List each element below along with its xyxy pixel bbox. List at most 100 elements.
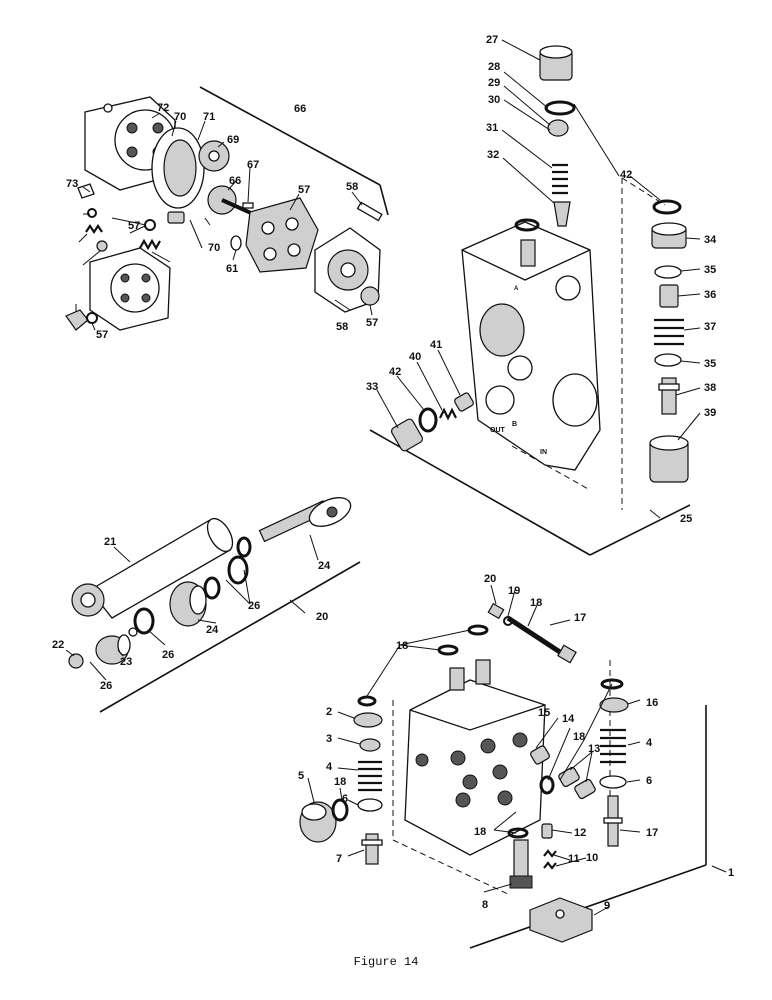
callout-16: 16: [646, 697, 658, 709]
callout-10: 10: [586, 852, 598, 864]
callout-18-lower: 18: [474, 826, 486, 838]
callout-22: 20: [484, 573, 496, 585]
leader-lines: [65, 39, 727, 916]
callout-23: 20: [316, 611, 328, 623]
plug-15: [530, 745, 550, 765]
pump-assembly-group: [65, 86, 389, 331]
callout-57-pumpleft: 57: [96, 329, 108, 341]
valve-body-30: OUT B IN A: [461, 221, 601, 471]
callout-25: 22: [52, 639, 64, 651]
callout-5: 5: [298, 770, 304, 782]
plug-13-b: [574, 778, 596, 800]
callout-36: 32: [487, 149, 499, 161]
o-ring-46-right: [652, 199, 682, 215]
o-ring-18-a: [467, 624, 489, 636]
callout-61: 67: [247, 159, 259, 171]
pump-gear-63: [198, 140, 230, 172]
snap-ring-upper: [227, 555, 249, 585]
control-valve-group: OUT B IN A: [369, 45, 691, 556]
check-poppet-45: [454, 392, 474, 412]
spring-35: [552, 163, 568, 195]
seat-6-left: [357, 798, 383, 812]
callout-18-top: 18: [396, 640, 408, 652]
o-ring-18-b: [437, 644, 459, 656]
callout-19: 17: [574, 612, 586, 624]
callout-64-bottom: 70: [208, 242, 220, 254]
spring-10: [543, 861, 557, 870]
callout-27: 24: [206, 624, 219, 636]
plug-13-a: [558, 766, 580, 788]
pump-housing-lower: [89, 247, 171, 331]
nut-25: [68, 653, 84, 669]
block-9: [529, 897, 593, 943]
callout-39-lower: 35: [704, 358, 716, 370]
plug-70: [96, 240, 108, 252]
callout-3: 3: [326, 733, 332, 745]
cap-71: [65, 309, 89, 331]
callout-57-pumpright: 57: [366, 317, 378, 329]
pump-gasket-64: [151, 127, 205, 209]
callout-4-left: 4: [326, 761, 333, 773]
o-ring-68: [87, 208, 97, 218]
ring-small: [128, 627, 138, 637]
callout-29-mid: 26: [162, 649, 174, 661]
callout-12: 12: [574, 827, 586, 839]
gland-27: [169, 581, 207, 627]
relief-cap-31: [539, 45, 573, 81]
o-ring-32: [544, 100, 576, 116]
callout-46-side: 42: [389, 366, 401, 378]
sleeve-38: [651, 222, 687, 249]
o-ring-18-e: [600, 678, 624, 690]
callout-45: 41: [430, 339, 442, 351]
shaft-seal-57: [360, 286, 380, 306]
callout-7: 7: [336, 853, 342, 865]
callout-6-left: 6: [342, 793, 348, 805]
figure-caption: Figure 14: [353, 955, 419, 969]
o-ring-18-f: [507, 827, 529, 839]
callout-29-lower: 26: [100, 680, 112, 692]
plug-37: [390, 418, 424, 452]
callout-60: 66: [229, 175, 241, 187]
callout-14: 14: [562, 713, 575, 725]
callout-labels: 66 72 70 71 69 66 67 57 58 61 70 57 73 5…: [52, 34, 734, 912]
poppet-12: [541, 823, 553, 839]
callout-21: 19: [508, 585, 520, 597]
callout-63: 69: [227, 134, 239, 146]
fitting-67: [77, 183, 95, 199]
plug-5: [299, 801, 337, 843]
callout-1: 1: [728, 867, 734, 879]
cylinder-group: [68, 497, 361, 713]
callout-38: 34: [704, 234, 717, 246]
spool-8: [509, 839, 533, 889]
dowel-pin-59: [356, 201, 383, 222]
callout-33: 29: [488, 77, 500, 89]
callout-41: 37: [704, 321, 716, 333]
valve-72: [167, 211, 185, 224]
cylinder-barrel-24: [71, 517, 234, 619]
callout-40: 36: [704, 289, 716, 301]
callout-39-upper: 35: [704, 264, 716, 276]
callout-18-left: 18: [334, 776, 346, 788]
callout-44: 40: [409, 351, 421, 363]
callout-13: 13: [588, 743, 600, 755]
cap-16: [599, 697, 629, 713]
spacer-40: [659, 284, 679, 308]
callout-34: 30: [488, 94, 500, 106]
callout-29-upper: 26: [248, 600, 260, 612]
callout-20: 18: [530, 597, 542, 609]
o-ring-57-lower: [86, 312, 98, 324]
callout-8: 8: [482, 899, 488, 911]
washer-39-lower: [654, 353, 682, 367]
key-62: [230, 235, 242, 251]
spring-69: [85, 224, 103, 234]
callout-66: 72: [157, 102, 169, 114]
callout-57-pumpmid: 57: [128, 220, 140, 232]
spring-4-right: [600, 728, 626, 764]
callout-64-top: 70: [174, 111, 186, 123]
washer-39-upper: [654, 265, 682, 279]
port-label-in: IN: [540, 449, 547, 456]
pin-61: [242, 202, 254, 209]
o-ring-46-left: [514, 218, 540, 232]
callout-42: 38: [704, 382, 716, 394]
port-label-out: OUT: [490, 427, 506, 434]
